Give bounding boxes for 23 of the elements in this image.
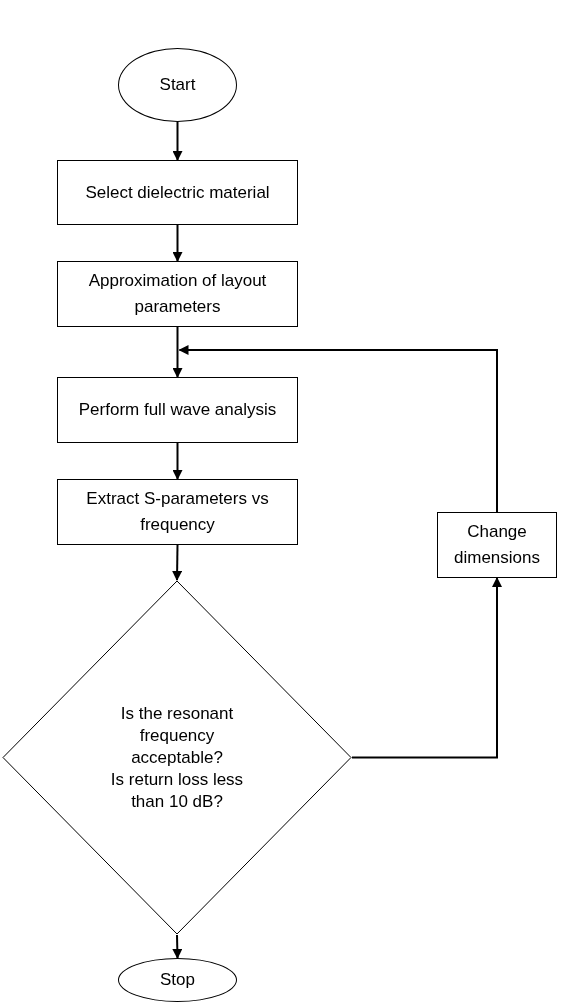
arrow <box>172 934 183 959</box>
node-label: Start <box>159 74 196 96</box>
arrow <box>172 326 183 378</box>
process-box <box>437 512 557 578</box>
node-label: Change dimensions <box>453 521 541 569</box>
arrow <box>172 121 183 161</box>
node-label: Approximation of layout parameters <box>87 270 268 318</box>
decision-text: Is return loss less than 10 dB? <box>109 768 245 813</box>
arrow <box>178 345 498 513</box>
arrow <box>172 224 183 262</box>
decision-diamond <box>2 580 352 935</box>
node-label: Select dielectric material <box>85 181 270 204</box>
node-label: Extract S-parameters vs frequency <box>85 488 270 536</box>
process-box <box>57 160 298 225</box>
process-box <box>57 261 298 327</box>
decision-text: Is the resonant frequency acceptable? <box>119 702 235 769</box>
arrow <box>172 442 183 480</box>
node-label: Perform full wave analysis <box>78 399 277 421</box>
node-label: Stop <box>160 969 195 991</box>
arrow <box>351 577 502 759</box>
process-box <box>57 479 298 545</box>
process-box <box>57 377 298 443</box>
arrow <box>172 544 183 581</box>
